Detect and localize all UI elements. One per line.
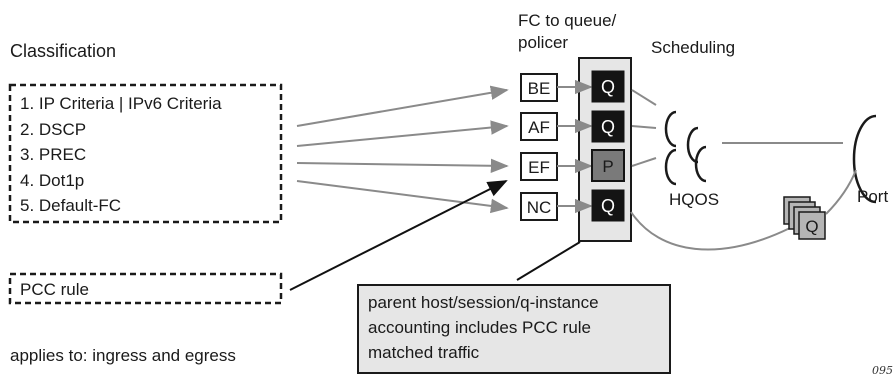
scheduling-heading: Scheduling	[651, 38, 735, 57]
criteria-item-ip: 1. IP Criteria | IPv6 Criteria	[20, 94, 222, 113]
criteria-box	[8, 83, 283, 224]
classification-heading: Classification	[10, 41, 116, 61]
pcc-rule-box	[8, 272, 283, 305]
note-pointer-line	[516, 241, 581, 281]
queue-box-af	[591, 110, 625, 143]
hqos-scheduler-arc-3	[664, 148, 677, 186]
hqos-scheduler-arc-1	[664, 110, 677, 148]
stacked-queue-to-port	[825, 169, 857, 215]
arrow-to-af	[296, 120, 509, 147]
queue-to-scheduler-be	[631, 89, 657, 106]
arrow-to-ef	[296, 158, 509, 173]
applies-to-text: applies to: ingress and egress	[10, 346, 236, 365]
criteria-item-prec: 3. PREC	[20, 145, 86, 164]
fc-to-queue-heading-line2: policer	[518, 33, 568, 52]
policer-to-scheduler-ef	[631, 157, 657, 167]
fc-label-ef: EF	[528, 158, 550, 177]
fc-box-af	[520, 112, 558, 141]
stacked-queue-front	[798, 211, 826, 240]
fc-to-queue-heading-line1: FC to queue/	[518, 11, 617, 30]
criteria-item-dot1p: 4. Dot1p	[20, 171, 84, 190]
figure-id: 095	[872, 364, 893, 377]
hqos-scheduler-arc-4	[694, 145, 707, 183]
arrow-to-nc	[296, 180, 509, 214]
queue-label-be: Q	[601, 77, 615, 97]
note-box	[357, 284, 671, 374]
note-line-3: matched traffic	[368, 343, 480, 362]
pcc-rule-label: PCC rule	[20, 280, 89, 299]
note-line-1: parent host/session/q-instance	[368, 293, 599, 312]
port-label: Port	[857, 187, 888, 206]
hqos-scheduler-arc-2	[686, 126, 699, 164]
queue-label-af: Q	[601, 117, 615, 137]
policer-box-ef	[591, 149, 625, 182]
criteria-item-dscp: 2. DSCP	[20, 120, 86, 139]
queue-label-nc: Q	[601, 196, 615, 216]
stacked-queue-label: Q	[805, 217, 818, 236]
fc-label-be: BE	[528, 79, 551, 98]
queue-box-be	[591, 70, 625, 103]
note-line-2: accounting includes PCC rule	[368, 318, 591, 337]
arrow-to-be	[296, 85, 509, 127]
fc-label-nc: NC	[527, 198, 552, 217]
criteria-item-default-fc: 5. Default-FC	[20, 196, 121, 215]
hqos-label: HQOS	[669, 190, 719, 209]
policer-label-ef: P	[602, 157, 613, 176]
nc-to-stacked-queue	[630, 211, 791, 251]
fc-box-ef	[520, 152, 558, 181]
pcc-rule-arrow	[289, 180, 508, 291]
fc-label-af: AF	[528, 118, 550, 137]
queue-box-nc	[591, 189, 625, 222]
queue-to-scheduler-af	[631, 125, 657, 129]
port-scheduler-arc	[852, 114, 877, 204]
